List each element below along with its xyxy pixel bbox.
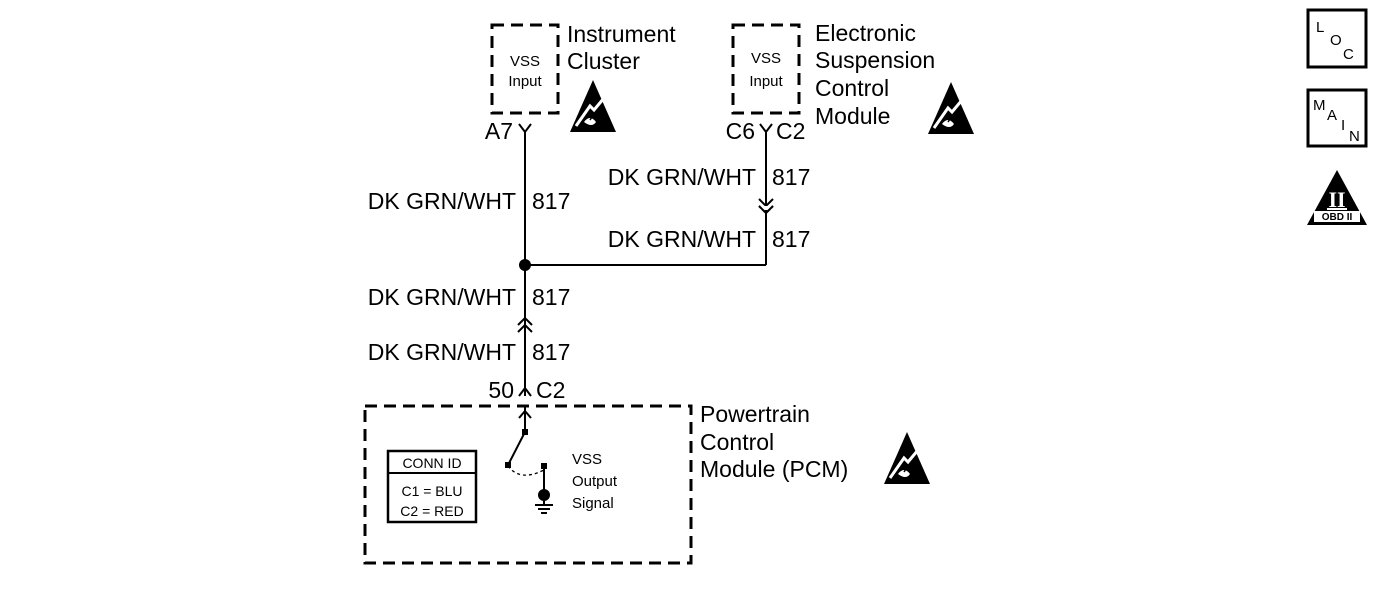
wire-circuit-label: 817 [772, 226, 810, 252]
obd-label: OBD II [1322, 212, 1353, 223]
switch-icon [507, 431, 526, 466]
esd-warning-icon [926, 80, 976, 136]
pcm-output-line1: VSS [572, 451, 602, 468]
esc-title-line3: Control [815, 75, 889, 101]
pcm: VSS Output Signal CONN ID C1 = BLU C2 = … [363, 401, 932, 565]
pcm-title-line3: Module (PCM) [700, 456, 848, 482]
esd-warning-icon [568, 78, 618, 134]
inline-connector-icon [517, 316, 533, 333]
cluster-pin-label: A7 [485, 118, 513, 144]
cluster-title-line1: Instrument [567, 21, 676, 47]
pcm-connector-icon [518, 386, 532, 397]
obd-ii-icon[interactable]: II OBD II [1307, 170, 1367, 225]
loc-letter-o: O [1330, 32, 1342, 49]
main-letter-m: M [1313, 97, 1326, 114]
esc-input-line2: Input [749, 73, 783, 90]
loc-letter-l: L [1316, 19, 1324, 36]
conn-id-table: CONN ID C1 = BLU C2 = RED [386, 449, 478, 524]
instrument-cluster: VSS Input Instrument Cluster [490, 21, 676, 134]
main-letter-i: I [1341, 117, 1345, 134]
main-icon[interactable]: M A I N [1306, 88, 1368, 148]
cluster-input-line2: Input [508, 73, 542, 90]
esd-warning-icon [882, 430, 932, 486]
obd-numeral: II [1328, 187, 1345, 212]
cluster-input-line1: VSS [510, 53, 540, 70]
cluster-connector-icon [518, 123, 532, 134]
wire-color-label: DK GRN/WHT [608, 164, 756, 190]
ground-icon [535, 504, 553, 514]
esc-module: VSS Input Electronic Suspension Control … [731, 20, 976, 136]
arrow-icon [518, 409, 532, 419]
main-letter-a: A [1327, 107, 1337, 124]
wire-color-label: DK GRN/WHT [368, 188, 516, 214]
pcm-connector-label: C2 [536, 377, 565, 403]
wire-circuit-label: 817 [772, 164, 810, 190]
conn-id-title: CONN ID [402, 455, 461, 471]
wire-color-label: DK GRN/WHT [608, 226, 756, 252]
esc-pin-label: C6 [726, 118, 755, 144]
esc-title-line2: Suspension [815, 47, 935, 73]
esc-connector-icon [759, 123, 773, 134]
esc-connector-label: C2 [776, 118, 805, 144]
esc-title-line4: Module [815, 103, 890, 129]
main-letter-n: N [1349, 128, 1360, 145]
pcm-box [363, 404, 693, 565]
wire-circuit-label: 817 [532, 284, 570, 310]
pcm-output-line3: Signal [572, 495, 614, 512]
cluster-title-line2: Cluster [567, 48, 640, 74]
pcm-title-line1: Powertrain [700, 401, 810, 427]
esc-box [731, 23, 801, 115]
wire-color-label: DK GRN/WHT [368, 339, 516, 365]
wire-color-label: DK GRN/WHT [368, 284, 516, 310]
pcm-output-line2: Output [572, 473, 618, 490]
pcm-title-line2: Control [700, 429, 774, 455]
conn-id-c1: C1 = BLU [401, 483, 462, 499]
wire-circuit-label: 817 [532, 339, 570, 365]
conn-id-c2: C2 = RED [400, 503, 463, 519]
pcm-pin-label: 50 [488, 377, 514, 403]
esc-title-line1: Electronic [815, 20, 916, 46]
loc-icon[interactable]: L O C [1306, 8, 1368, 69]
esc-input-line1: VSS [751, 50, 781, 67]
splice-dot [519, 259, 531, 271]
loc-letter-c: C [1343, 46, 1354, 63]
wire-circuit-label: 817 [532, 188, 570, 214]
